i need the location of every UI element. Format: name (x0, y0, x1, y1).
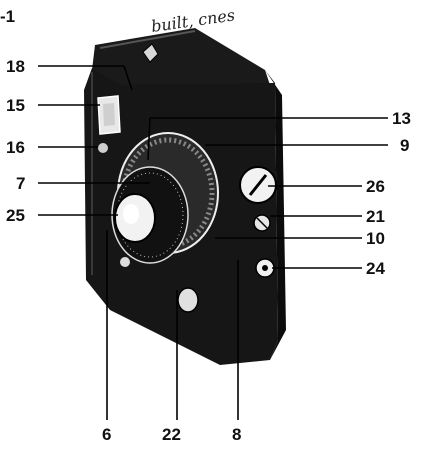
rewind-knob (239, 166, 277, 204)
leader-line-13-drop (147, 117, 151, 161)
leader-line-18-bend (123, 65, 133, 91)
callout-8: 8 (232, 425, 241, 444)
callout-21: 21 (366, 207, 385, 226)
callout-26: 26 (366, 177, 385, 196)
lens-focus-tab (120, 257, 130, 267)
callout-13: 13 (392, 109, 411, 128)
callout-25: 25 (6, 206, 25, 225)
callout-10: 10 (366, 229, 385, 248)
flash-sync-contact (253, 214, 271, 232)
top-edge-highlight (99, 30, 196, 49)
viewfinder-window (97, 95, 121, 135)
callout-22: 22 (162, 425, 181, 444)
lens-glass-reflection (123, 204, 139, 224)
callout-16: 16 (6, 138, 25, 157)
lens-scale-marks (116, 172, 184, 258)
remote-socket (255, 258, 275, 278)
callout-9: 9 (400, 136, 409, 155)
lens-assembly (111, 132, 219, 267)
strap-lug (142, 43, 159, 63)
shutter-lever (177, 287, 199, 313)
figure-index-mark: -1 (0, 7, 15, 26)
callout-24: 24 (366, 259, 385, 278)
camera-side-panel (265, 70, 286, 360)
callout-6: 6 (102, 425, 111, 444)
callout-7: 7 (16, 174, 25, 193)
callout-15: 15 (6, 96, 25, 115)
self-timer-indicator (98, 143, 108, 153)
camera-top-plate (92, 28, 270, 88)
leader-lines (38, 65, 388, 420)
callout-18: 18 (6, 57, 25, 76)
